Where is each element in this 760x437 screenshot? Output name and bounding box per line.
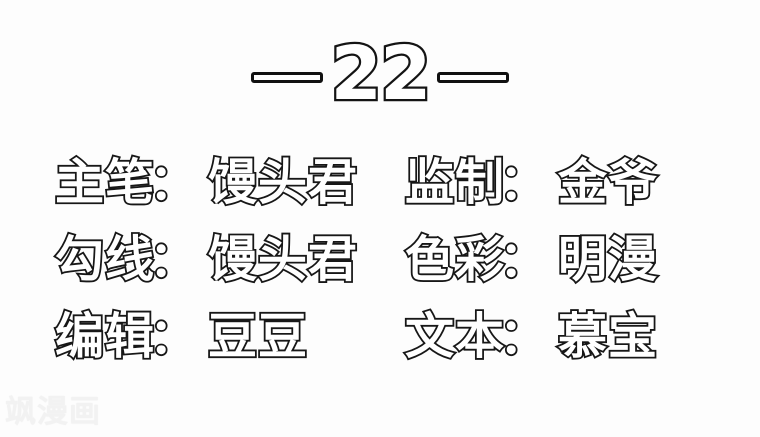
credit-role-label: 色彩 [403,231,506,288]
credit-colon: ： [147,308,200,365]
credit-role-label: 主笔 [53,154,156,211]
rule-left-decoration [250,71,323,83]
credit-colon: ： [497,154,550,211]
credit-entry-supervisor: 监制 ： 金爷 [403,154,745,211]
credit-row: 编辑 ： 豆豆 文本 ： 慕宝 [0,308,760,389]
credit-colon: ： [497,231,550,288]
credit-role-label: 监制 [403,154,506,211]
credit-role-label: 勾线 [53,231,156,288]
credit-name-value: 馒头君 [206,231,359,288]
credit-colon: ： [147,231,200,288]
rule-right-decoration [437,71,510,83]
credit-row: 主笔 ： 馒头君 监制 ： 金爷 [0,154,760,235]
credit-entry-script: 文本 ： 慕宝 [403,308,745,365]
credit-name-value: 明漫 [556,231,659,288]
credit-colon: ： [147,154,200,211]
credit-entry-line-art: 勾线 ： 馒头君 [53,231,405,288]
credit-role-label: 文本 [403,308,506,365]
credits-grid: 主笔 ： 馒头君 监制 ： 金爷 勾线 ： 馒头君 色彩 ： 明漫 [0,154,760,389]
credit-entry-main-artist: 主笔 ： 馒头君 [53,154,405,211]
site-watermark: 飒漫画 [5,394,101,430]
credit-name-value: 慕宝 [556,308,659,365]
credit-colon: ： [497,308,550,365]
credit-entry-editor: 编辑 ： 豆豆 [53,308,405,365]
credit-row: 勾线 ： 馒头君 色彩 ： 明漫 [0,231,760,312]
chapter-number: 22 [328,31,433,117]
credit-role-label: 编辑 [53,308,156,365]
credit-name-value: 豆豆 [206,308,309,365]
credit-name-value: 金爷 [556,154,659,211]
chapter-header: 22 [0,31,760,117]
credit-name-value: 馒头君 [206,154,359,211]
credit-entry-color: 色彩 ： 明漫 [403,231,745,288]
